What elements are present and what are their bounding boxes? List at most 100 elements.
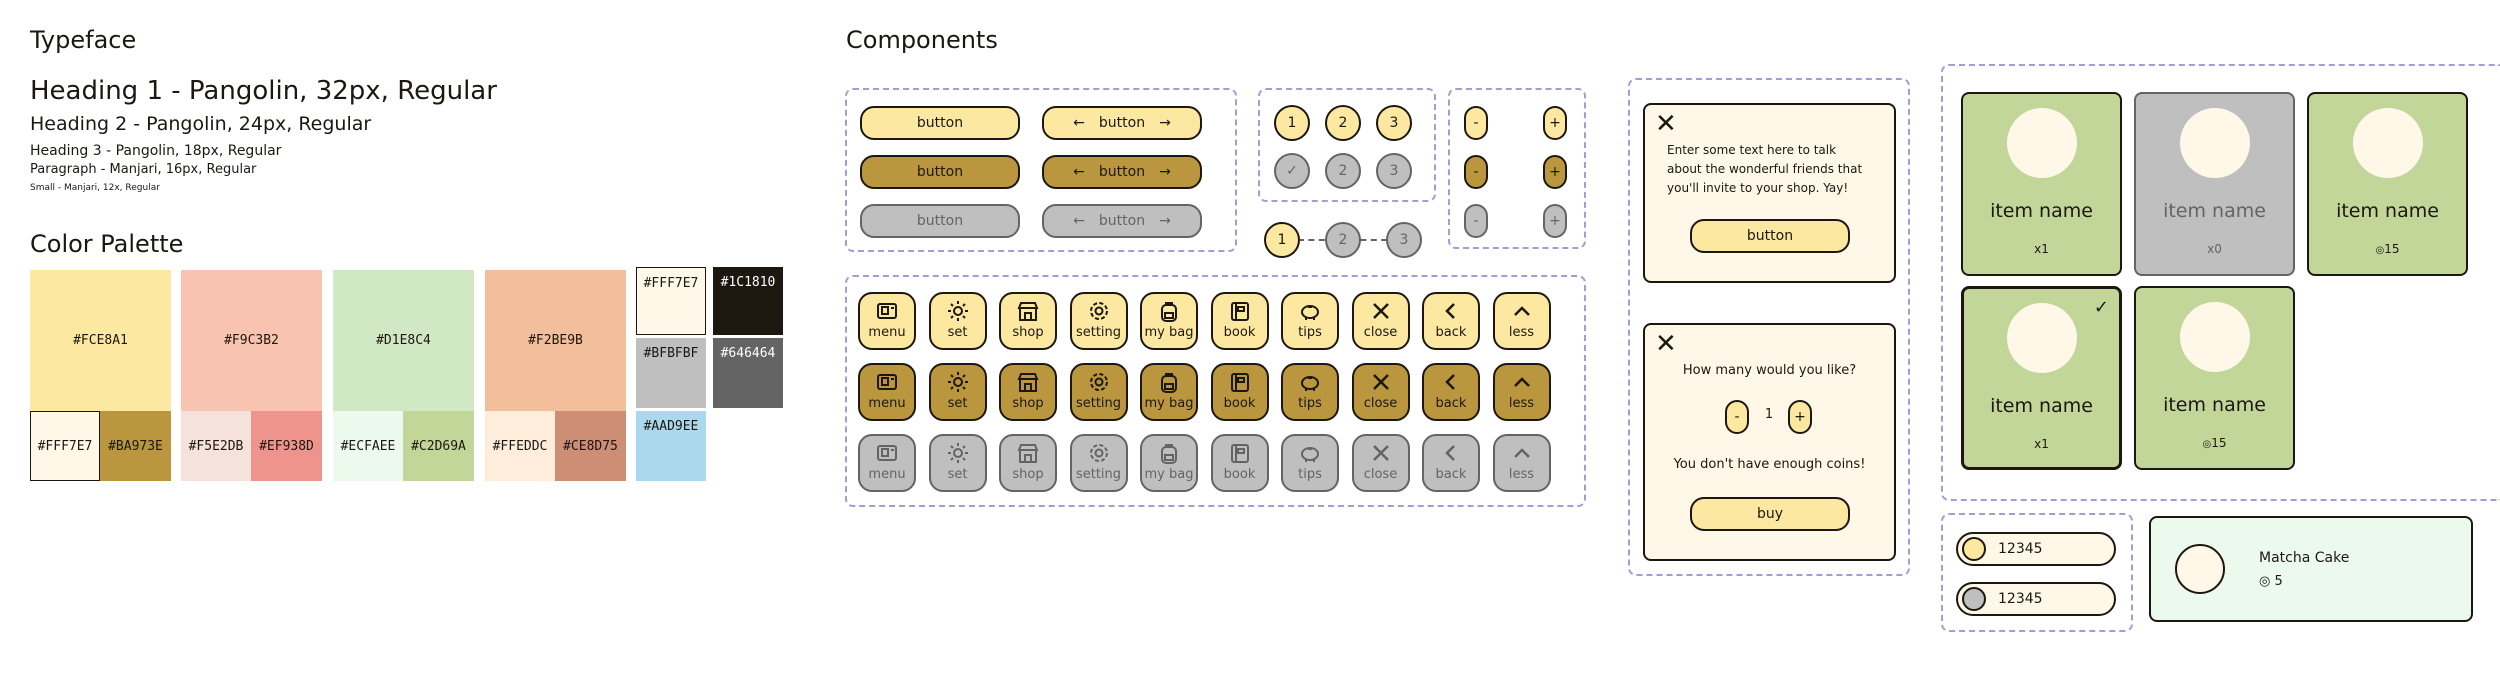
close-button-default[interactable]: close	[1351, 292, 1410, 350]
setting-button-disabled[interactable]: setting	[1069, 434, 1128, 492]
swatch-ink: #1C1810	[713, 267, 783, 335]
heading-1-sample: Heading 1 - Pangolin, 32px, Regular	[30, 76, 497, 106]
item-card-price[interactable]: item name ◎15	[2307, 92, 2468, 276]
step-1-active[interactable]: 1	[1274, 105, 1310, 141]
icon-button-label: tips	[1298, 325, 1322, 340]
icon-button-label: my bag	[1144, 467, 1194, 482]
set-button-disabled[interactable]: set	[928, 434, 987, 492]
step-done[interactable]: ✓	[1274, 153, 1310, 189]
menu-button-disabled[interactable]: menu	[858, 434, 916, 492]
minus-button-pressed[interactable]: -	[1464, 155, 1488, 189]
plus-button[interactable]: +	[1543, 106, 1567, 140]
icon-button-label: setting	[1075, 467, 1122, 482]
typeface-title: Typeface	[30, 26, 137, 54]
setting-button-default[interactable]: setting	[1069, 292, 1128, 350]
item-name: item name	[1990, 200, 2093, 222]
close-icon[interactable]: ✕	[1655, 109, 1677, 139]
bag-icon	[1161, 302, 1177, 322]
shop-button-pressed[interactable]: shop	[999, 363, 1057, 421]
back-button-default[interactable]: back	[1422, 292, 1480, 350]
my-bag-button-default[interactable]: my bag	[1140, 292, 1198, 350]
set-button-pressed[interactable]: set	[928, 363, 987, 421]
gear-icon	[1089, 444, 1108, 462]
book-button-disabled[interactable]: book	[1210, 434, 1269, 492]
my-bag-button-pressed[interactable]: my bag	[1140, 363, 1198, 421]
buy-button[interactable]: buy	[1690, 497, 1850, 531]
set-button-default[interactable]: set	[928, 292, 987, 350]
progress-step-3[interactable]: 3	[1386, 222, 1422, 258]
dialogs-group	[1628, 78, 1910, 576]
sun-icon	[947, 372, 968, 392]
shop-button-default[interactable]: shop	[999, 292, 1057, 350]
chevron-up-icon	[1513, 306, 1530, 316]
button-disabled[interactable]: button	[860, 204, 1020, 238]
book-icon	[1230, 373, 1249, 392]
close-icon[interactable]: ✕	[1655, 329, 1677, 359]
arrow-button-label: button	[1098, 164, 1146, 180]
minus-button-disabled[interactable]: -	[1464, 204, 1488, 238]
coin-icon	[1962, 587, 1986, 611]
item-price: ◎15	[2375, 242, 2399, 256]
item-card-price[interactable]: item name ◎15	[2134, 286, 2295, 470]
book-button-pressed[interactable]: book	[1210, 363, 1269, 421]
plus-button-disabled[interactable]: +	[1543, 204, 1567, 238]
less-button-disabled[interactable]: less	[1492, 434, 1551, 492]
item-image	[2179, 302, 2250, 372]
menu-button-pressed[interactable]: menu	[858, 363, 916, 421]
swatch-light-peach: #FFEDDC	[485, 411, 555, 481]
item-image	[2352, 108, 2423, 178]
coin-counters-group	[1941, 513, 2133, 632]
item-price-value: 15	[2384, 242, 2400, 256]
my-bag-button-disabled[interactable]: my bag	[1140, 434, 1198, 492]
menu-icon	[877, 374, 897, 390]
chevron-left-icon	[1445, 445, 1455, 461]
setting-button-pressed[interactable]: setting	[1069, 363, 1128, 421]
close-button-pressed[interactable]: close	[1351, 363, 1410, 421]
tips-button-disabled[interactable]: tips	[1281, 434, 1339, 492]
less-button-default[interactable]: less	[1492, 292, 1551, 350]
step-2-active[interactable]: 2	[1325, 105, 1361, 141]
button-pressed[interactable]: button	[860, 155, 1020, 189]
icon-buttons-group	[845, 275, 1586, 507]
minus-button[interactable]: -	[1464, 106, 1488, 140]
step-2-inactive[interactable]: 2	[1325, 153, 1361, 189]
item-card-selected[interactable]: ✓ item name x1	[1961, 286, 2122, 470]
back-button-disabled[interactable]: back	[1422, 434, 1480, 492]
icon-button-label: close	[1363, 396, 1398, 411]
book-button-default[interactable]: book	[1210, 292, 1269, 350]
arrow-button-default[interactable]: ←button→	[1042, 106, 1202, 140]
quantity-minus-button[interactable]: -	[1725, 400, 1749, 434]
swatch-green: #D1E8C4	[333, 270, 474, 411]
step-3-inactive[interactable]: 3	[1376, 153, 1412, 189]
item-card-disabled[interactable]: item name x0	[2134, 92, 2295, 276]
coin-icon: ◎	[2202, 439, 2212, 450]
shop-icon	[1017, 444, 1039, 463]
swatch-gold: #BA973E	[100, 411, 171, 481]
tips-button-default[interactable]: tips	[1281, 292, 1339, 350]
item-quantity: x1	[2034, 242, 2049, 256]
arrow-button-disabled[interactable]: ←button→	[1042, 204, 1202, 238]
menu-button-default[interactable]: menu	[858, 292, 916, 350]
dialog-info-button[interactable]: button	[1690, 219, 1850, 253]
tips-button-pressed[interactable]: tips	[1281, 363, 1339, 421]
progress-step-1[interactable]: 1	[1264, 222, 1300, 258]
back-button-pressed[interactable]: back	[1422, 363, 1480, 421]
button-default[interactable]: button	[860, 106, 1020, 140]
icon-button-label: close	[1363, 467, 1398, 482]
icon-button-label: book	[1223, 396, 1256, 411]
dialog-info-text: Enter some text here to talk about the w…	[1667, 143, 1863, 195]
quantity-plus-button[interactable]: +	[1788, 400, 1812, 434]
icon-button-label: setting	[1075, 396, 1122, 411]
less-button-pressed[interactable]: less	[1492, 363, 1551, 421]
paragraph-sample: Paragraph - Manjari, 16px, Regular	[30, 162, 257, 177]
check-icon: ✓	[1286, 163, 1298, 179]
shop-button-disabled[interactable]: shop	[999, 434, 1057, 492]
progress-step-2[interactable]: 2	[1325, 222, 1361, 258]
arrow-button-pressed[interactable]: ←button→	[1042, 155, 1202, 189]
step-3-active[interactable]: 3	[1376, 105, 1412, 141]
close-button-disabled[interactable]: close	[1351, 434, 1410, 492]
item-card[interactable]: item name x1	[1961, 92, 2122, 276]
swatch-dark-grey: #646464	[713, 338, 783, 408]
product-card[interactable]: Matcha Cake ◎ 5	[2149, 516, 2473, 622]
plus-button-pressed[interactable]: +	[1543, 155, 1567, 189]
